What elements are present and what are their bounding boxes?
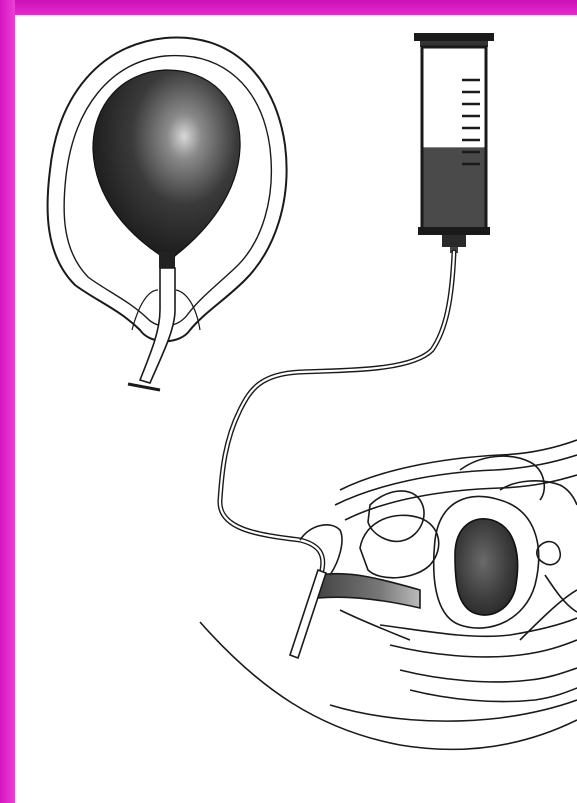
body-contour xyxy=(200,622,577,749)
bowel-loop xyxy=(460,456,544,500)
syringe xyxy=(414,33,494,253)
catheter-end-cap xyxy=(128,384,160,390)
tube-inner xyxy=(220,252,454,570)
vaginal-canal xyxy=(318,574,420,608)
pelvic-cross-section xyxy=(200,440,577,749)
syringe-top-flange xyxy=(414,33,494,41)
syringe-fluid xyxy=(424,147,485,227)
catheter-entry xyxy=(290,570,326,658)
rectum-lower xyxy=(390,640,577,657)
rectum-upper xyxy=(380,618,577,636)
abdominal-layer-2 xyxy=(335,455,577,505)
skin-line-lower xyxy=(330,700,577,721)
connecting-tube xyxy=(220,252,454,570)
uterosacral-ligament xyxy=(520,590,577,640)
uterine-cavity-balloon xyxy=(455,519,518,615)
abdominal-layer-1 xyxy=(340,440,577,490)
perineum-layer xyxy=(340,610,410,640)
syringe-tip xyxy=(442,235,466,247)
bladder xyxy=(360,515,439,577)
sacrum-line-1 xyxy=(400,668,577,682)
ovary xyxy=(537,542,560,565)
tube-outer xyxy=(220,252,454,570)
sacrum-line-2 xyxy=(410,688,577,702)
syringe-plunger-base xyxy=(418,227,490,235)
balloon xyxy=(93,70,240,260)
uterus-illustration xyxy=(48,37,287,390)
balloon-neck xyxy=(159,252,175,268)
